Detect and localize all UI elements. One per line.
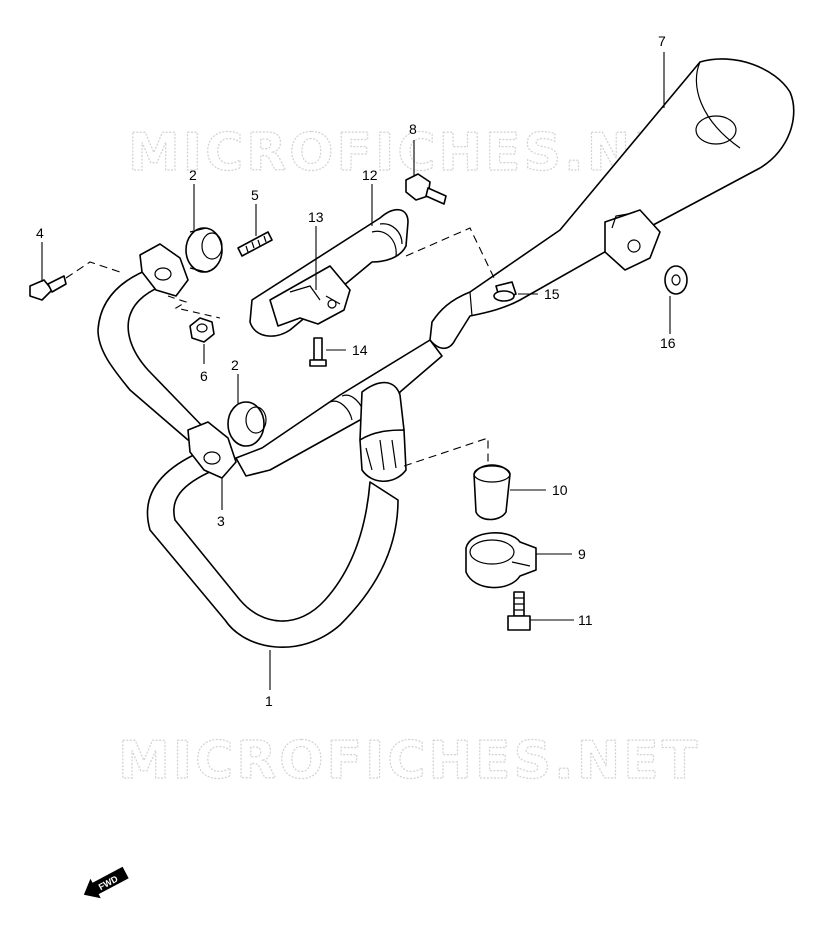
- gasket-part-2-lower: [227, 401, 267, 447]
- leader-lines: [41, 52, 671, 690]
- exhaust-pipe-part-1: [97, 243, 443, 648]
- callout-2-upper: 2: [189, 167, 197, 183]
- callout-12: 12: [362, 167, 378, 183]
- bolt-part-14: [309, 337, 327, 367]
- sleeve-part-10: [473, 464, 511, 521]
- washer-part-16: [664, 265, 688, 295]
- callout-1: 1: [265, 693, 273, 709]
- gasket-part-2-upper: [185, 227, 223, 273]
- clamp-part-9: [465, 532, 537, 589]
- callout-9: 9: [578, 546, 586, 562]
- stud-part-5: [237, 231, 273, 257]
- callout-2-lower: 2: [231, 357, 239, 373]
- callout-14: 14: [352, 342, 368, 358]
- bolt-part-11: [507, 591, 531, 631]
- callout-16: 16: [660, 335, 676, 351]
- muffler-part-7: [429, 58, 795, 350]
- bolt-part-4: [29, 275, 67, 301]
- callout-7: 7: [658, 33, 666, 49]
- callout-3: 3: [217, 513, 225, 529]
- fwd-arrow-icon: FWD: [83, 866, 129, 899]
- callout-4: 4: [36, 225, 44, 241]
- nut-part-6: [189, 317, 215, 343]
- bolt-part-8: [405, 173, 447, 205]
- callout-15: 15: [544, 286, 560, 302]
- bracket-part-13: [269, 265, 351, 327]
- bolt-part-15: [493, 281, 517, 302]
- callout-labels: 1 2 2 3 4 5 6 7 8 9 10 11 12 13 14 15 16: [36, 33, 676, 709]
- watermark-bottom: MICROFICHES.NET: [118, 731, 700, 791]
- callout-13: 13: [308, 209, 324, 225]
- callout-8: 8: [409, 121, 417, 137]
- callout-5: 5: [251, 187, 259, 203]
- callout-10: 10: [552, 482, 568, 498]
- callout-6: 6: [200, 368, 208, 384]
- callout-11: 11: [578, 612, 593, 628]
